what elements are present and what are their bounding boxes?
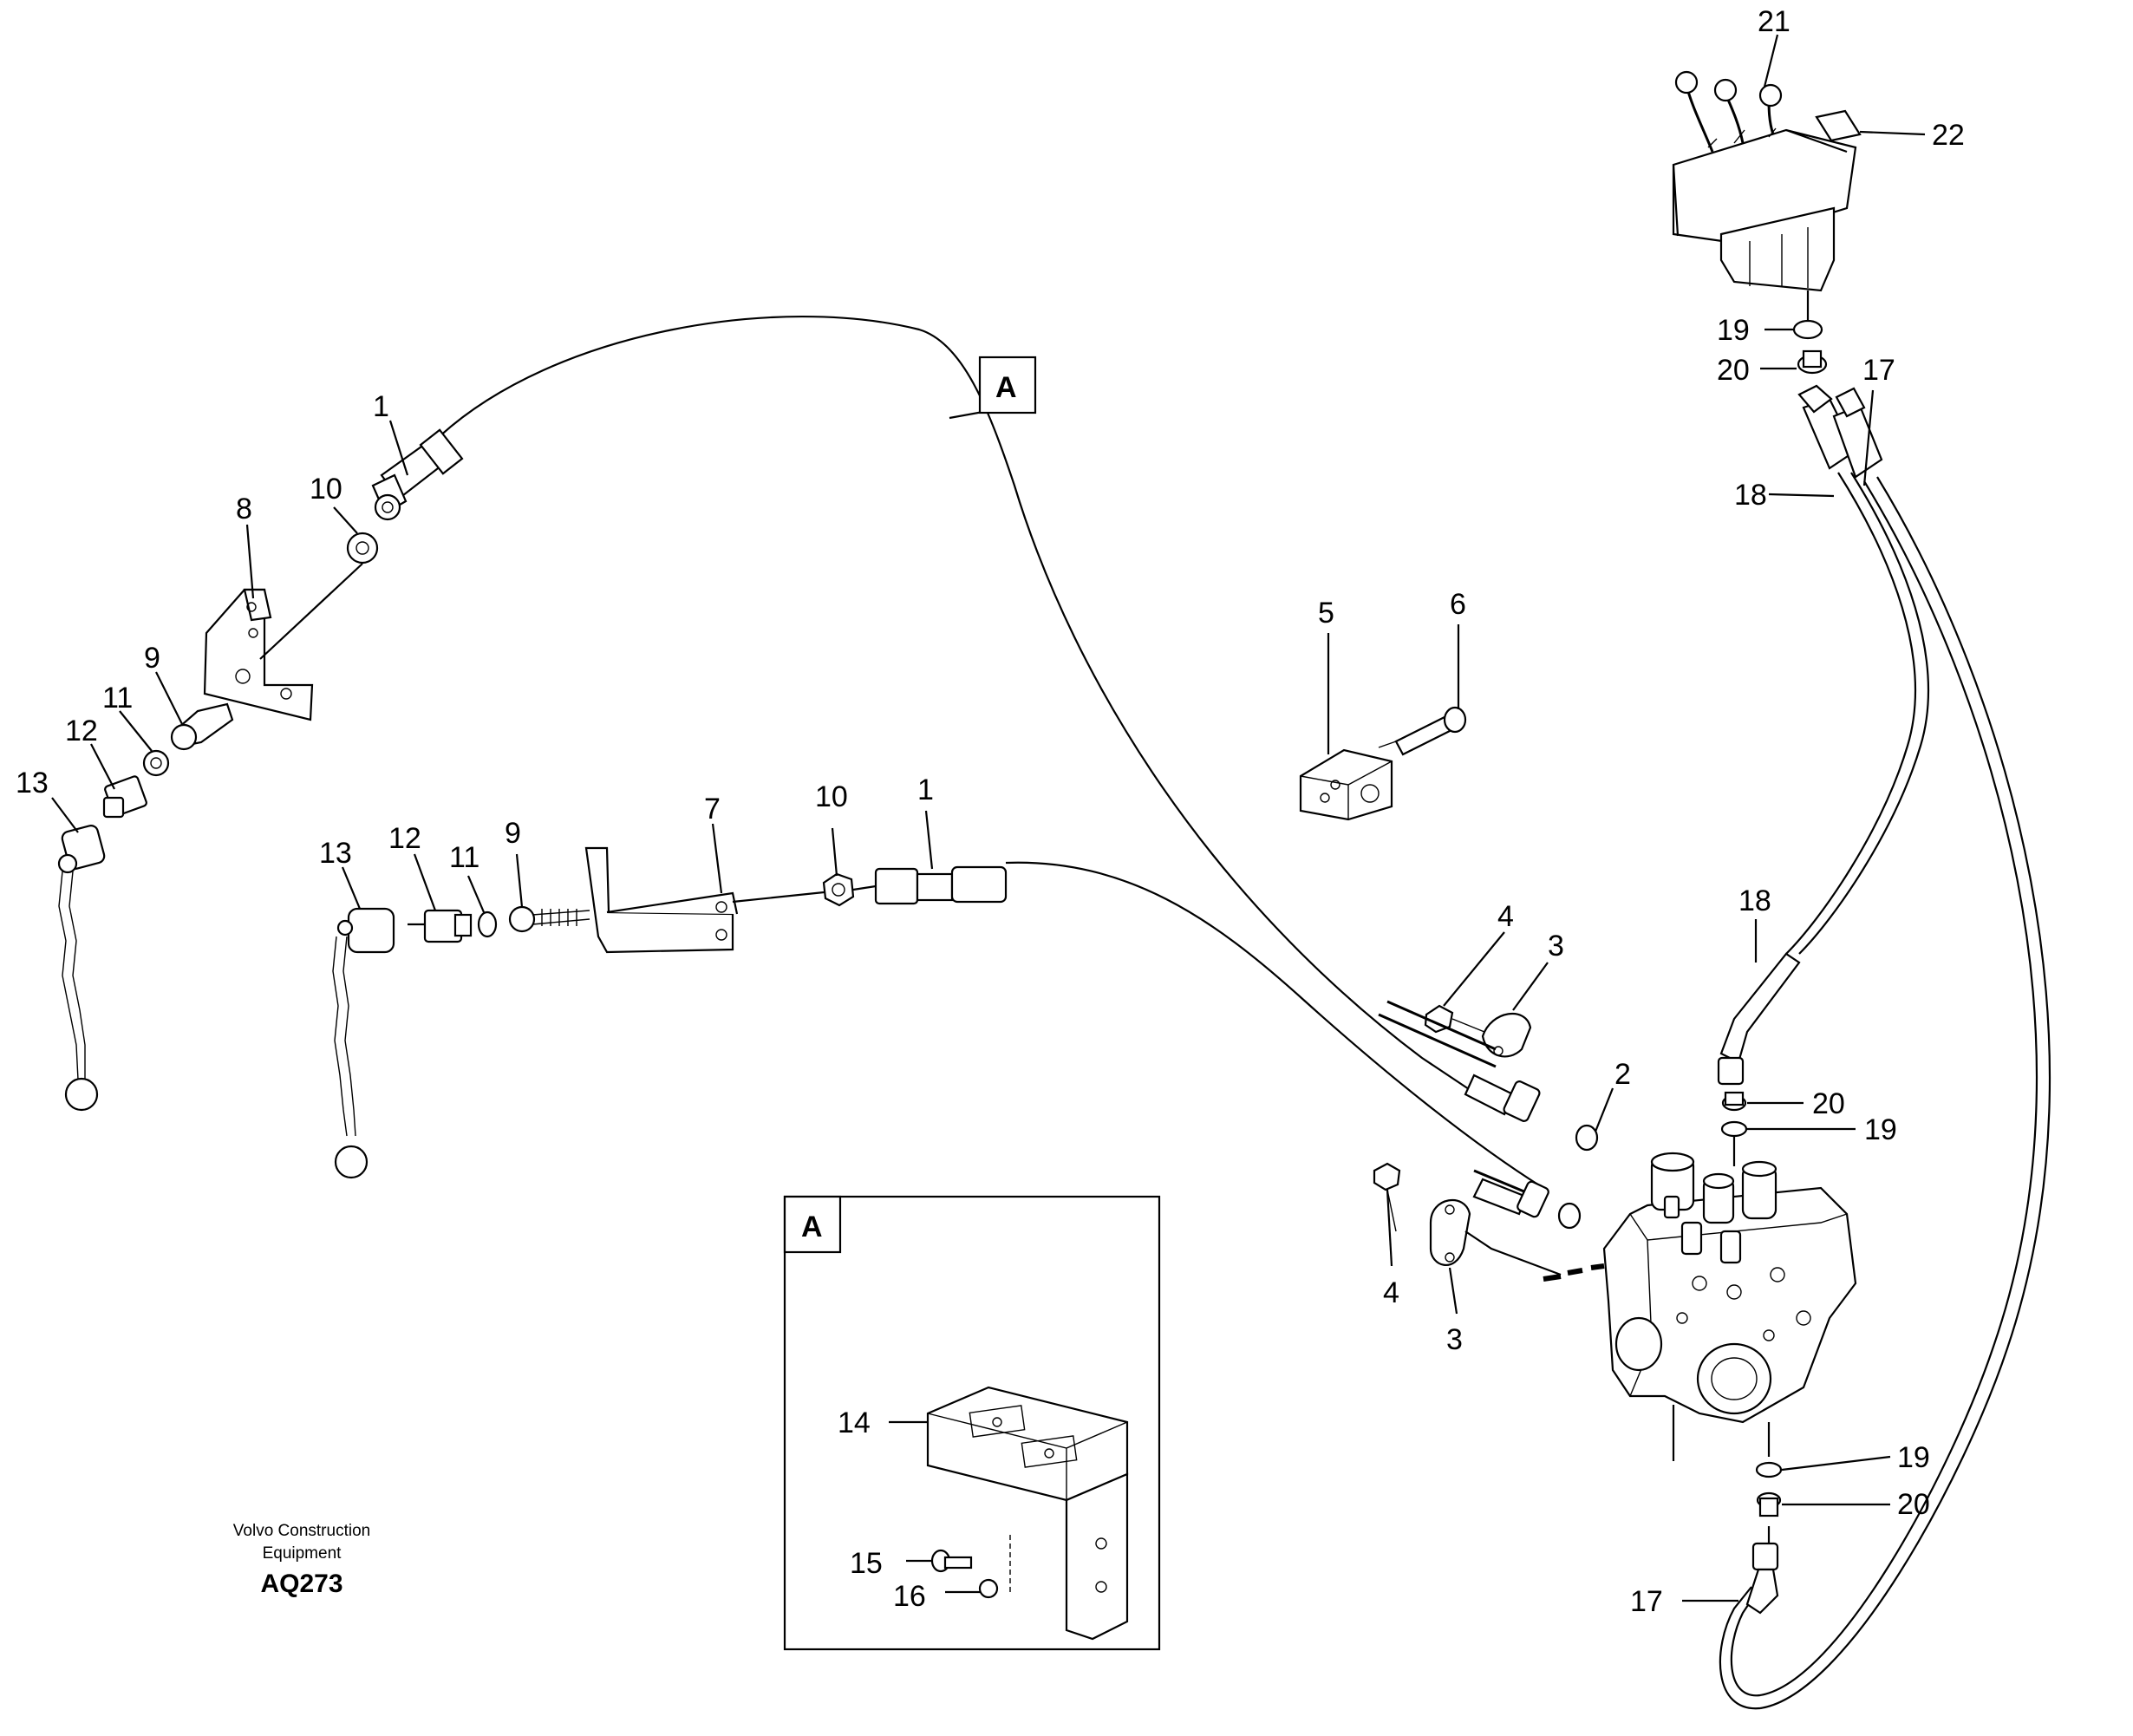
- callout-20-mid: 20: [1812, 1087, 1845, 1120]
- callout-20-top: 20: [1717, 354, 1750, 387]
- lower-cap-13: [336, 907, 395, 954]
- view-a-marker: [978, 356, 1037, 414]
- callout-5: 5: [1318, 597, 1334, 630]
- upper-bracket-8: [203, 588, 314, 721]
- lower-fitting-9: [508, 905, 590, 933]
- clamp-3-lower: [1429, 1198, 1471, 1266]
- upper-plug-12: [102, 775, 147, 819]
- callout-4-upper: 4: [1497, 900, 1514, 933]
- callout-3-lower: 3: [1446, 1323, 1463, 1356]
- callout-3-upper: 3: [1548, 930, 1564, 963]
- callout-18-mid: 18: [1738, 884, 1771, 917]
- callout-21: 21: [1758, 5, 1791, 38]
- callout-8: 8: [236, 493, 252, 525]
- caption-line-1: Volvo Construction: [233, 1522, 370, 1540]
- upper-washer-11: [142, 749, 170, 777]
- clamp-block-5: [1299, 748, 1393, 821]
- upper-nut-10: [346, 532, 379, 565]
- washer-19-upper: [1792, 319, 1823, 340]
- ring-lower: [1557, 1202, 1582, 1230]
- caption-line-2: Equipment: [263, 1544, 342, 1563]
- hose-sleeve-lower: [1472, 1169, 1549, 1218]
- bolt-4-lower: [1373, 1162, 1401, 1232]
- callout-12-upper: 12: [65, 715, 98, 747]
- hose-end-18-valve: [1717, 952, 1801, 1086]
- callout-19-top: 19: [1717, 314, 1750, 347]
- hose-lower: [1005, 861, 1544, 1189]
- caption-code: AQ273: [260, 1570, 342, 1598]
- upper-hose-end-fitting: [371, 428, 464, 521]
- callout-11-upper: 11: [102, 682, 133, 715]
- ring-2: [1575, 1124, 1599, 1152]
- nipple-20-bottom: [1756, 1491, 1782, 1517]
- callout-20-bottom: 20: [1897, 1488, 1930, 1521]
- joystick-control-unit: [1672, 70, 1857, 292]
- callout-7: 7: [704, 793, 721, 826]
- callout-11-lower: 11: [449, 841, 479, 874]
- callout-13-lower: 13: [319, 837, 352, 870]
- callout-2: 2: [1614, 1058, 1631, 1091]
- hose-end-17-bottom: [1745, 1542, 1779, 1615]
- callout-19-bottom: 19: [1897, 1441, 1930, 1474]
- callout-13-upper: 13: [16, 767, 49, 799]
- nipple-20-upper: [1797, 349, 1828, 375]
- callout-1-lower: 1: [917, 773, 934, 806]
- upper-chain: [58, 871, 99, 1112]
- callout-10-upper: 10: [310, 473, 342, 506]
- upper-fitting-9: [170, 702, 234, 751]
- callout-16: 16: [893, 1580, 926, 1613]
- hose-end-17-top: [1832, 387, 1883, 479]
- lower-nut-10: [822, 872, 855, 907]
- view-a-marker-label: A: [995, 371, 1017, 404]
- callout-18-top: 18: [1734, 479, 1767, 512]
- callout-15: 15: [850, 1547, 883, 1580]
- upper-cap-13: [57, 825, 106, 874]
- callout-17-bottom: 17: [1630, 1585, 1663, 1618]
- lower-washer-11: [477, 910, 498, 938]
- hose-18: [1785, 472, 1917, 955]
- inset-detail-a: A: [783, 1195, 1161, 1651]
- callout-1-upper: 1: [373, 390, 389, 423]
- hose-17: [1759, 480, 2038, 1697]
- callout-10-lower: 10: [815, 780, 848, 813]
- callout-9-lower: 9: [505, 817, 521, 850]
- control-valve: [1602, 1152, 1857, 1424]
- hose-sleeve-upper: [1378, 1000, 1541, 1122]
- lower-chain: [332, 936, 369, 1179]
- washer-19-bottom: [1755, 1461, 1783, 1478]
- clamp-3-upper: [1481, 1012, 1532, 1058]
- callout-4-lower: 4: [1383, 1276, 1399, 1309]
- callout-22: 22: [1932, 119, 1965, 152]
- washer-19-mid: [1720, 1120, 1748, 1138]
- callout-17-top: 17: [1862, 354, 1895, 387]
- callout-14: 14: [838, 1406, 871, 1439]
- callout-9-upper: 9: [144, 642, 160, 675]
- screw-6: [1378, 706, 1467, 756]
- lower-plug-12: [423, 909, 473, 943]
- lower-bracket-7: [584, 846, 739, 954]
- decal-22: [1815, 109, 1862, 142]
- callout-6: 6: [1450, 588, 1466, 621]
- inset-a-marker-label: A: [801, 1211, 823, 1243]
- nipple-20-mid: [1721, 1091, 1747, 1112]
- bolt-4-upper: [1424, 1004, 1485, 1034]
- callout-12-lower: 12: [388, 822, 421, 855]
- callout-19-mid: 19: [1864, 1113, 1897, 1146]
- hose-upper: [437, 315, 1475, 1093]
- lower-hose-fitting-1: [874, 865, 1008, 905]
